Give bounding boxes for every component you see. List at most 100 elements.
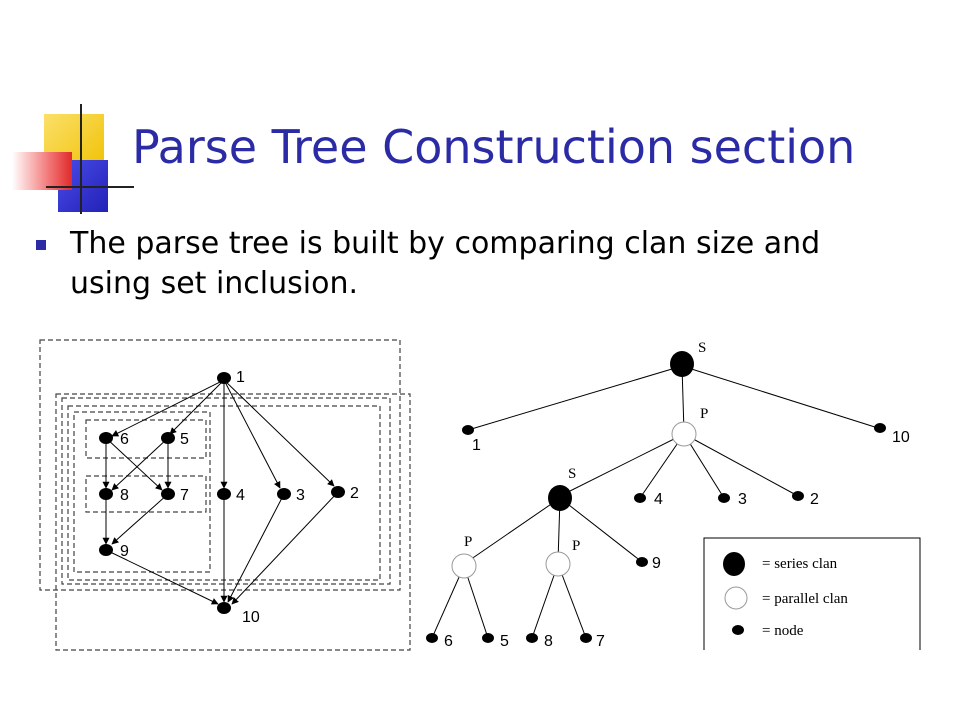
- bullet-text: The parse tree is built by comparing cla…: [70, 226, 821, 301]
- graph-node-6: [99, 432, 113, 444]
- tree-edge-pr-8: [531, 563, 559, 639]
- clan-box-bottom: [55, 393, 411, 651]
- tree-parallel-clan-top: [671, 421, 697, 447]
- tree-leaf-7: [580, 633, 592, 643]
- tree-parallel-clan-right: [545, 551, 571, 577]
- tree-edge-pl-6: [431, 565, 465, 639]
- tree-edge-s-p: [681, 365, 685, 433]
- tree-nodes: [426, 351, 886, 643]
- graph-edges: [102, 379, 339, 605]
- edge-9-10: [105, 549, 219, 605]
- tree-edge-pl-5: [463, 565, 489, 639]
- tree-leaf-label-9: 9: [652, 555, 661, 572]
- edge-6-7: [105, 437, 163, 491]
- legend-series-clan-icon: [723, 552, 745, 576]
- graph-label-8: 8: [120, 487, 129, 504]
- legend-parallel-label: = parallel clan: [762, 591, 848, 607]
- edge-3-10: [227, 493, 285, 603]
- tree-leaf-label-10: 10: [892, 429, 910, 446]
- page-title: Parse Tree Construction section: [132, 120, 856, 174]
- legend: = series clan = parallel clan = node: [703, 537, 921, 650]
- tree-label-root-s: S: [698, 340, 706, 356]
- graph-label-7: 7: [180, 487, 189, 504]
- deco-red-block: [12, 152, 72, 190]
- tree-leaf-label-3: 3: [738, 491, 747, 508]
- tree-parallel-clan-left: [451, 553, 477, 579]
- tree-edge-pr-7: [557, 563, 587, 639]
- tree-leaf-label-4: 4: [654, 491, 663, 508]
- clan-box-87: [85, 475, 207, 513]
- tree-edge-s2-pl: [463, 497, 561, 565]
- tree-series-clan-mid: [548, 485, 572, 511]
- deco-hline: [46, 186, 134, 188]
- tree-series-clan-root: [670, 351, 694, 377]
- bullet-marker: [36, 240, 46, 250]
- edge-5-8: [111, 437, 169, 491]
- graph-node-9: [99, 544, 113, 556]
- tree-leaf-5: [482, 633, 494, 643]
- graph-label-2: 2: [350, 485, 359, 502]
- tree-leaf-label-1: 1: [472, 437, 481, 454]
- tree-edge-p-4: [639, 433, 685, 499]
- deco-vline: [80, 104, 82, 214]
- edge-1-3: [223, 379, 281, 489]
- tree-leaf-1: [462, 425, 474, 435]
- graph-label-1: 1: [236, 369, 245, 386]
- tree-leaf-label-2: 2: [810, 491, 819, 508]
- tree-leaf-6: [426, 633, 438, 643]
- clan-box-4: [73, 411, 211, 573]
- clan-box-outer: [39, 339, 401, 591]
- edge-1-5: [169, 379, 225, 435]
- edge-1-6: [111, 379, 225, 437]
- tree-leaf-2: [792, 491, 804, 501]
- graph-label-4: 4: [236, 487, 245, 504]
- graph-node-8: [99, 488, 113, 500]
- graph-nodes: [99, 372, 345, 614]
- clan-boxes: [39, 339, 411, 651]
- tree-edge-p-2: [683, 433, 799, 497]
- graph-node-10: [217, 602, 231, 614]
- tree-label-mid-s: S: [568, 466, 576, 482]
- edge-1-2: [223, 379, 335, 487]
- graph-label-6: 6: [120, 431, 129, 448]
- legend-node-label: = node: [762, 623, 804, 639]
- graph-node-3: [277, 488, 291, 500]
- tree-edge-p-3: [683, 433, 725, 499]
- tree-type-labels: S P S P P: [464, 340, 708, 554]
- graph-node-7: [161, 488, 175, 500]
- edge-7-9: [111, 493, 169, 545]
- graph-label-10: 10: [242, 609, 260, 626]
- tree-leaf-8: [526, 633, 538, 643]
- tree-leaf-4: [634, 493, 646, 503]
- graph-node-1: [217, 372, 231, 384]
- graph-label-5: 5: [180, 431, 189, 448]
- tree-leaf-9: [636, 557, 648, 567]
- graph-node-2: [331, 486, 345, 498]
- tree-leaf-label-7: 7: [596, 633, 605, 650]
- tree-leaf-label-5: 5: [500, 633, 509, 650]
- legend-border: [703, 537, 921, 650]
- tree-leaf-labels: 1 10 4 3 2 9 6 5 8 7: [444, 429, 910, 650]
- clan-box-2: [61, 397, 391, 585]
- tree-label-left-p: P: [464, 534, 472, 550]
- tree-leaf-label-6: 6: [444, 633, 453, 650]
- tree-edge-s2-9: [559, 497, 643, 563]
- edge-2-10: [231, 491, 339, 605]
- graph-node-labels: 1 6 5 8 7 4 3 2 9 10: [120, 369, 359, 626]
- tree-label-top-p: P: [700, 406, 708, 422]
- tree-leaf-label-8: 8: [544, 633, 553, 650]
- graph-label-9: 9: [120, 543, 129, 560]
- tree-label-right-p: P: [572, 538, 580, 554]
- tree-leaf-3: [718, 493, 730, 503]
- graph-node-4: [217, 488, 231, 500]
- legend-series-label: = series clan: [762, 556, 838, 572]
- legend-parallel-clan-icon: [724, 586, 748, 610]
- tree-leaf-10: [874, 423, 886, 433]
- tree-edge-s-10: [681, 365, 879, 429]
- legend-node-icon: [732, 625, 744, 635]
- tree-edge-s-1: [467, 365, 683, 431]
- tree-edge-p-s2: [559, 433, 685, 497]
- graph-node-5: [161, 432, 175, 444]
- graph-label-3: 3: [296, 487, 305, 504]
